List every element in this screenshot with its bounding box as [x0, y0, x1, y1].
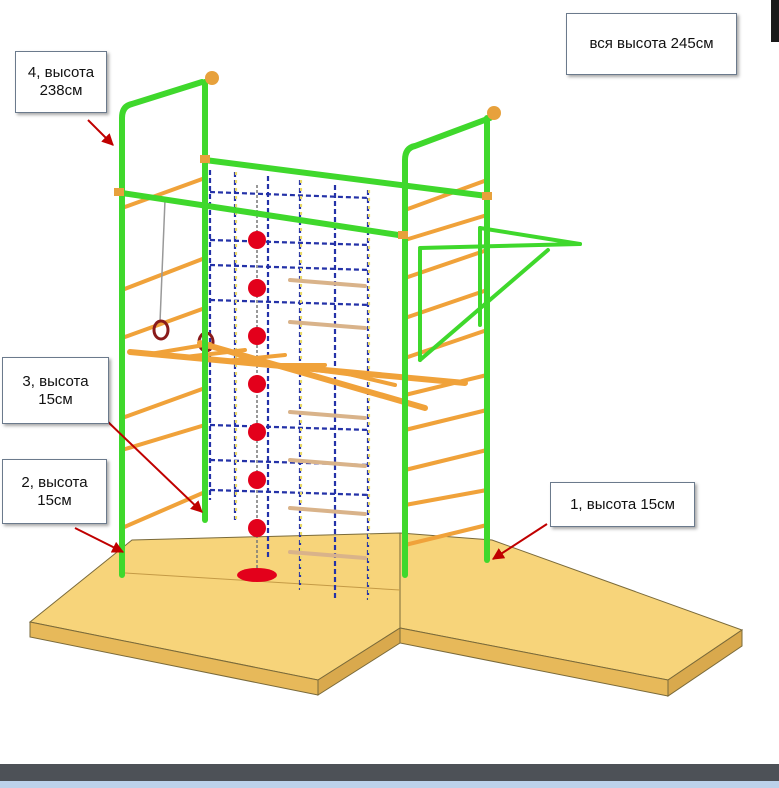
- rope-ball: [248, 327, 266, 345]
- window-edge: [771, 0, 779, 42]
- mat-right-side: [667, 629, 743, 697]
- callout-1-label: 1, высота 15см: [570, 495, 675, 513]
- mat-right-top: [399, 532, 744, 681]
- callout-2-line1: 2, высота: [21, 473, 88, 491]
- rope-ball: [248, 231, 266, 249]
- callout-2: 2, высота 15см: [2, 459, 107, 524]
- right-rungs: [403, 178, 489, 547]
- callout-4-line2: 238см: [39, 82, 83, 99]
- total-height-label: вся высота 245см: [589, 35, 714, 52]
- bottom-strip: [0, 781, 779, 788]
- total-height-callout: вся высота 245см: [566, 13, 737, 75]
- rope-ball: [248, 279, 266, 297]
- pull-up-bar: [418, 226, 582, 362]
- callout-4-line1: 4, высота: [27, 64, 95, 81]
- horizontal-ladder: [127, 340, 468, 411]
- floor-mats: [28, 532, 744, 697]
- rope-disc: [237, 568, 277, 582]
- rope-ball: [248, 423, 266, 441]
- callout-3-line1: 3, высота: [22, 372, 89, 390]
- frame-joints: [114, 71, 501, 239]
- callout-arrows: [74, 119, 548, 560]
- rope-ball: [248, 519, 266, 537]
- callout-1: 1, высота 15см: [550, 482, 695, 527]
- callout-3-line2: 15см: [38, 390, 73, 408]
- rope-ball: [248, 471, 266, 489]
- callout-2-line2: 15см: [37, 491, 72, 509]
- frame: [119, 79, 493, 578]
- ball-rope: [237, 185, 277, 582]
- callout-4: 4, высота 238см: [15, 51, 107, 113]
- rope-ball: [248, 375, 266, 393]
- callout-3: 3, высота 15см: [2, 357, 109, 424]
